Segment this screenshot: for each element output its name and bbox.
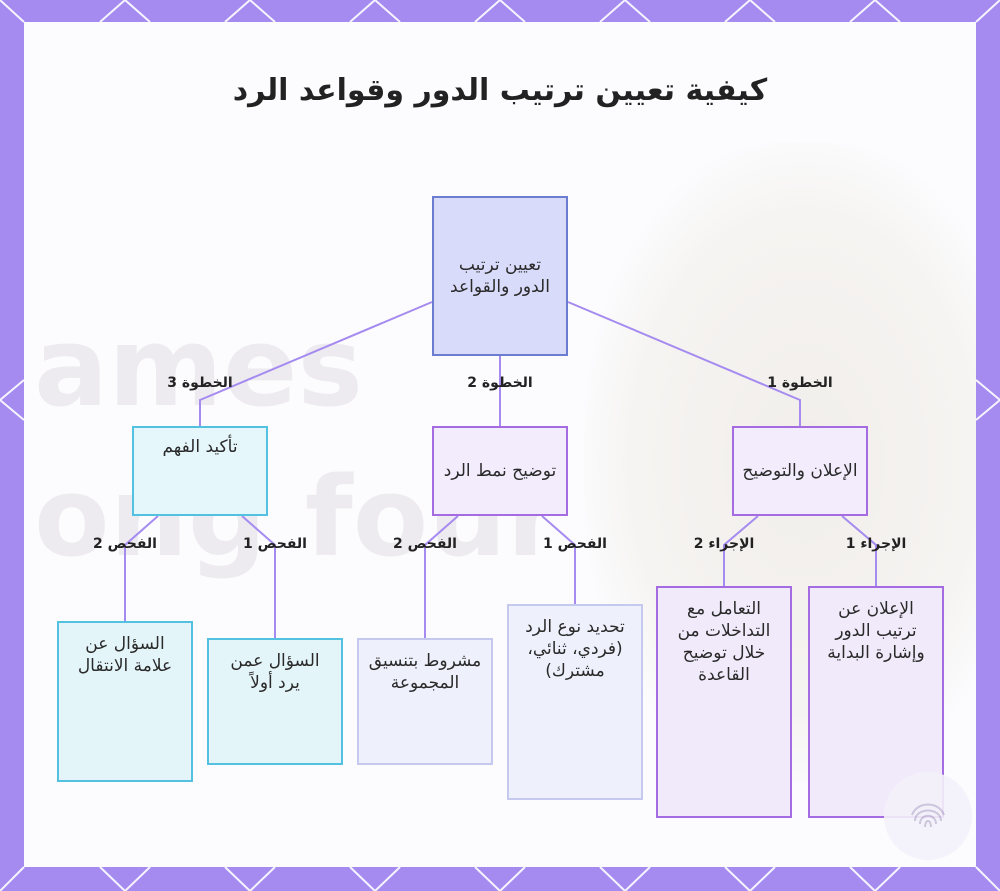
step3-check-1-label: السؤال عمن يرد أولاً bbox=[230, 651, 320, 693]
root-node: تعيين ترتيب الدور والقواعد bbox=[432, 196, 568, 356]
edge-label-step-3: الخطوة 3 bbox=[167, 375, 233, 391]
step2-check-1-node: تحديد نوع الرد (فردي، ثنائي، مشترك) bbox=[507, 604, 643, 800]
step2-check-2-node: مشروط بتنسيق المجموعة bbox=[357, 638, 493, 765]
step2-check-1-label: تحديد نوع الرد (فردي، ثنائي، مشترك) bbox=[525, 617, 625, 681]
fingerprint-icon bbox=[884, 772, 972, 860]
edge-label-check-2-step3: الفحص 2 bbox=[93, 536, 157, 552]
edge-step1-action1 bbox=[841, 515, 877, 586]
edge-root-step3 bbox=[199, 301, 433, 428]
step-3-node: تأكيد الفهم bbox=[132, 426, 268, 516]
action-2-label: التعامل مع التداخلات من خلال توضيح القاع… bbox=[677, 599, 771, 685]
action-2-node: التعامل مع التداخلات من خلال توضيح القاع… bbox=[656, 586, 792, 818]
edge-label-step-1: الخطوة 1 bbox=[767, 375, 833, 391]
edge-label-check-1-step2: الفحص 1 bbox=[543, 536, 607, 552]
edge-step3-check2 bbox=[124, 515, 159, 621]
edge-root-step1 bbox=[567, 301, 801, 428]
step3-check-2-node: السؤال عن علامة الانتقال bbox=[57, 621, 193, 782]
edge-step3-check1 bbox=[241, 515, 276, 638]
step-1-node: الإعلان والتوضيح bbox=[732, 426, 868, 516]
edge-step1-action2 bbox=[723, 515, 759, 586]
step-3-label: تأكيد الفهم bbox=[162, 437, 238, 457]
edge-label-check-1-step3: الفحص 1 bbox=[243, 536, 307, 552]
edge-step2-check1 bbox=[541, 515, 576, 604]
step-2-label: توضيح نمط الرد bbox=[443, 461, 557, 481]
edge-label-step-2: الخطوة 2 bbox=[467, 375, 533, 391]
step-2-node: توضيح نمط الرد bbox=[432, 426, 568, 516]
diagram-title: كيفية تعيين ترتيب الدور وقواعد الرد bbox=[232, 73, 768, 108]
edge-step2-check2 bbox=[424, 515, 459, 638]
edge-label-action-1: الإجراء 1 bbox=[845, 536, 907, 552]
step-1-label: الإعلان والتوضيح bbox=[742, 461, 858, 481]
root-node-label: تعيين ترتيب الدور والقواعد bbox=[450, 255, 550, 297]
step3-check-2-label: السؤال عن علامة الانتقال bbox=[77, 634, 173, 676]
edge-label-check-2-step2: الفحص 2 bbox=[393, 536, 457, 552]
step3-check-1-node: السؤال عمن يرد أولاً bbox=[207, 638, 343, 765]
edge-label-action-2: الإجراء 2 bbox=[693, 536, 755, 552]
step2-check-2-label: مشروط بتنسيق المجموعة bbox=[368, 651, 482, 693]
action-1-label: الإعلان عن ترتيب الدور وإشارة البداية bbox=[827, 599, 925, 663]
